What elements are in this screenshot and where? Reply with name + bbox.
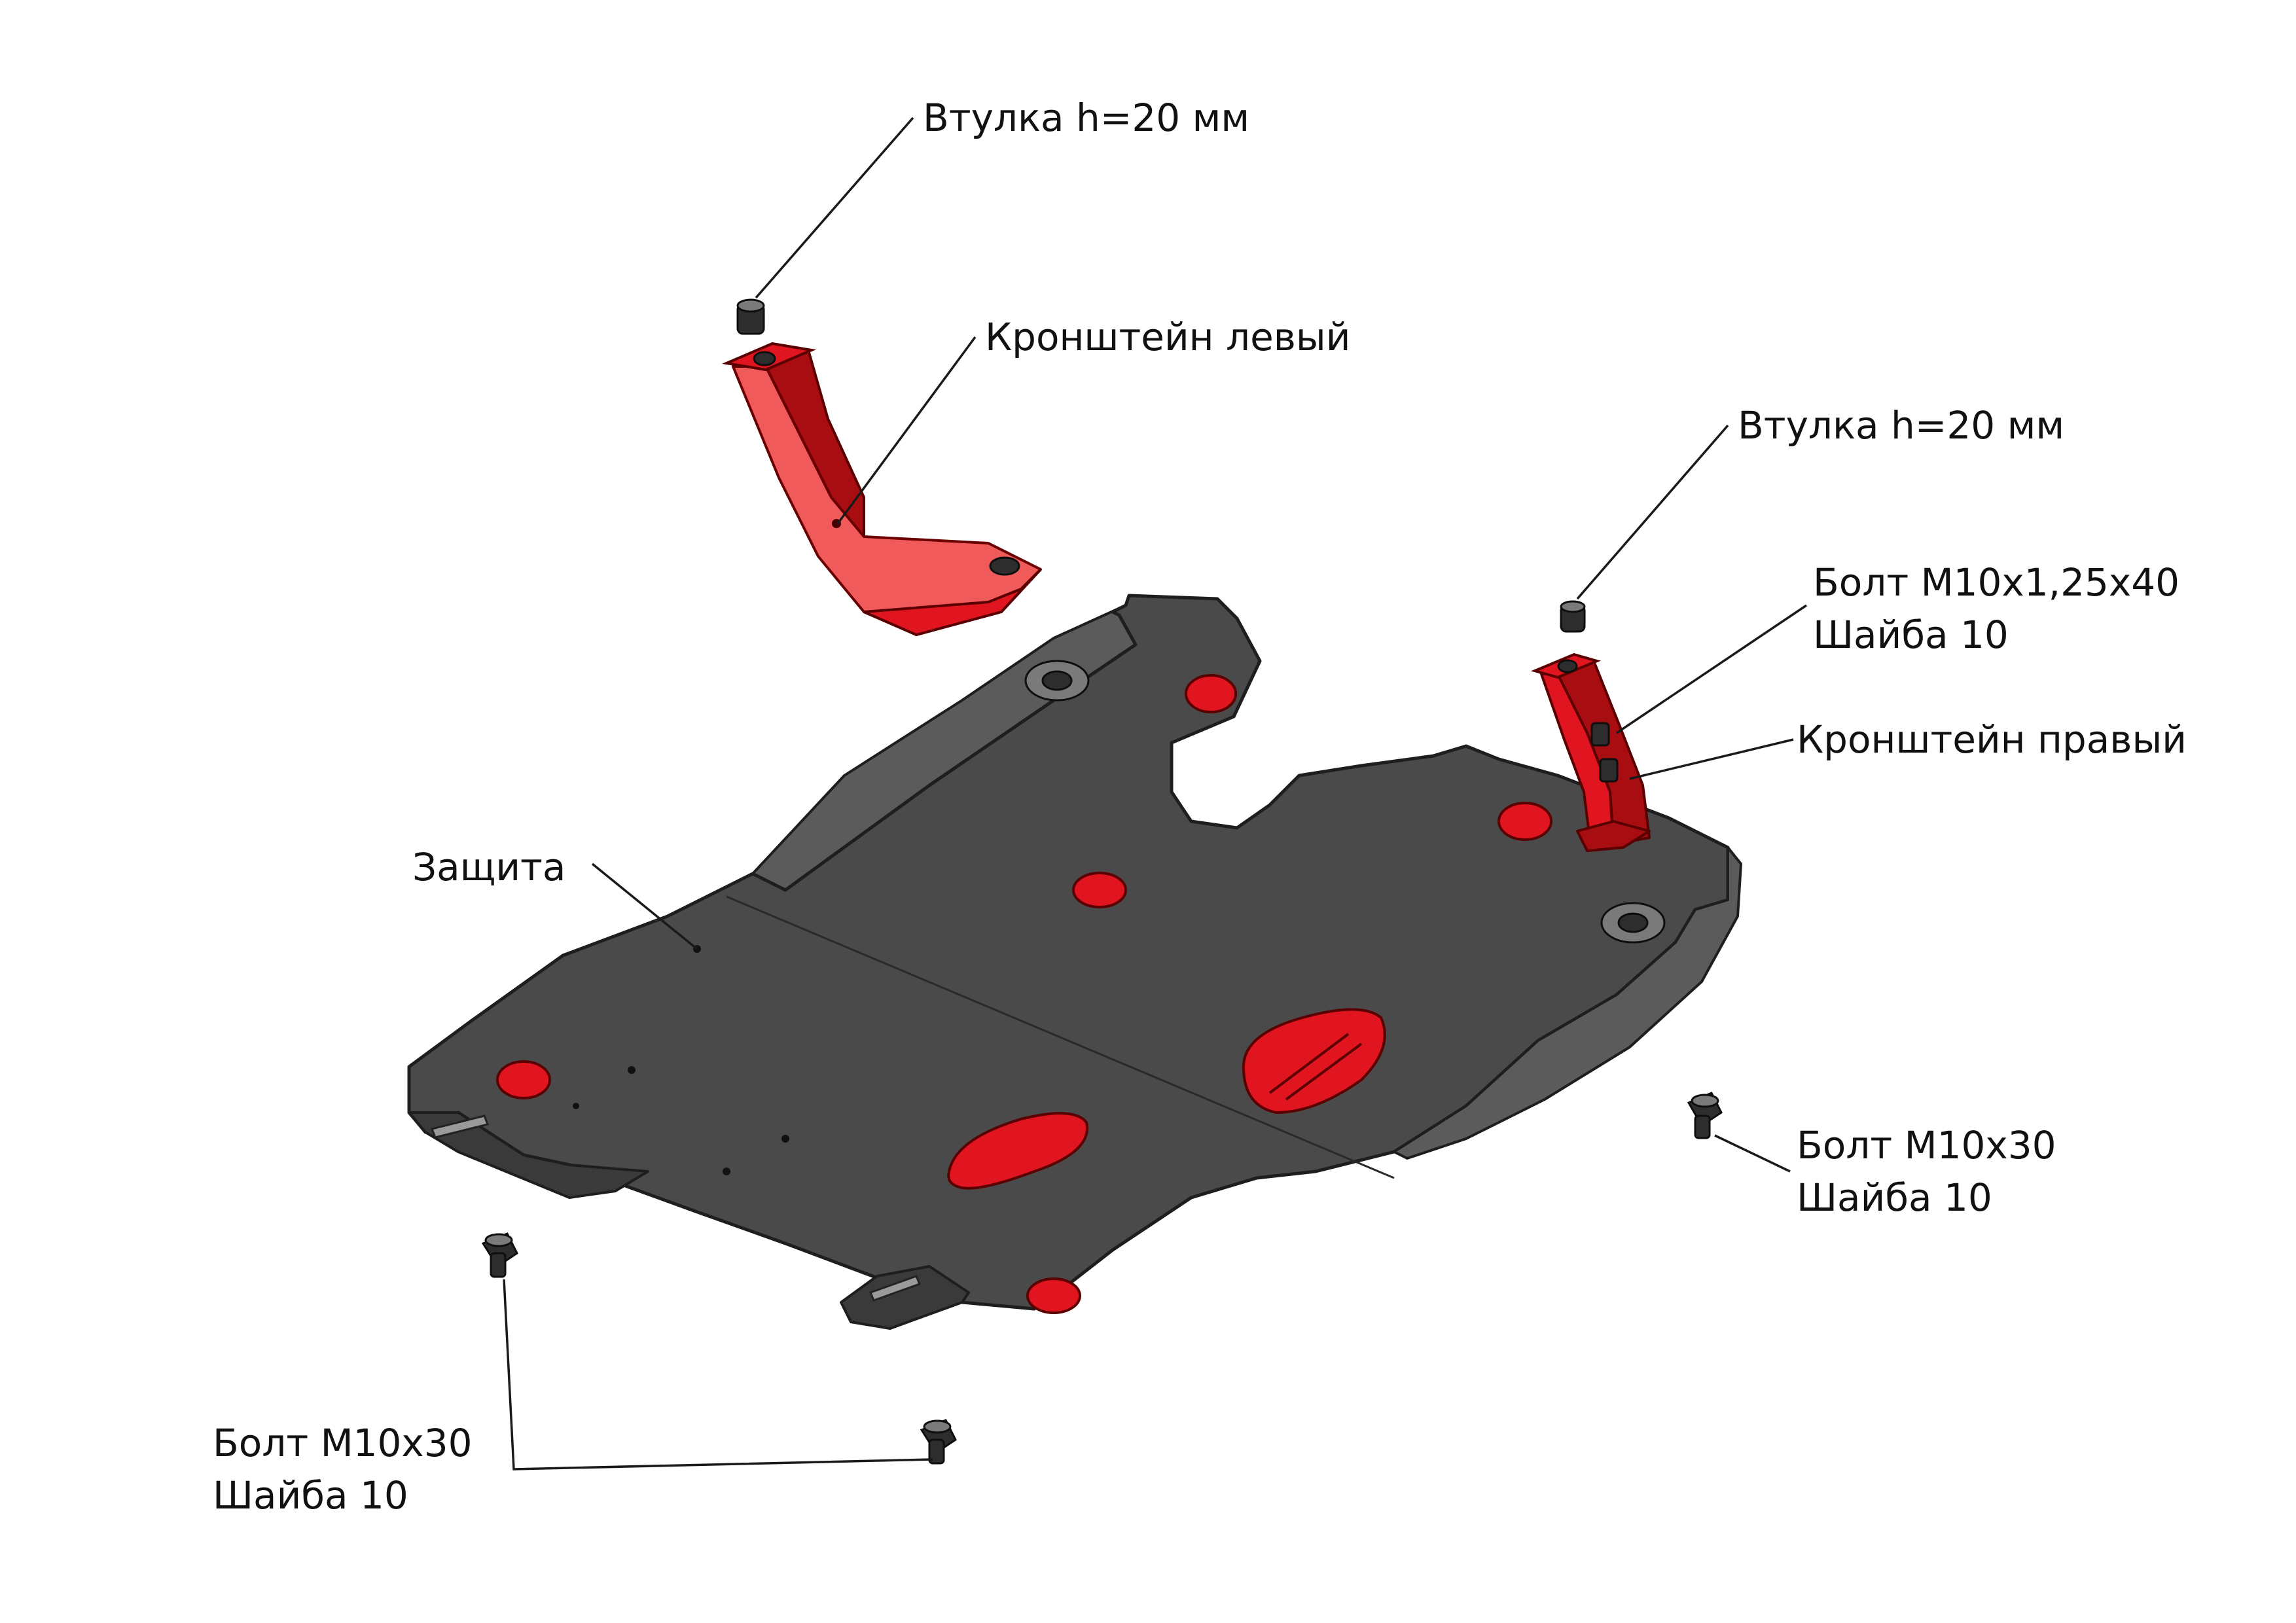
left-bracket-top-hole — [753, 351, 776, 366]
guard-left-ear-slot — [430, 1115, 490, 1139]
right-bracket-bolt-2 — [1599, 758, 1619, 783]
left-bracket-foot-hole — [989, 556, 1020, 576]
guard-small-hole-2 — [628, 1066, 636, 1074]
guard-hatch-groove-1 — [1268, 1033, 1350, 1094]
label-bolt-bottom-line2: Шайба 10 — [213, 1473, 408, 1518]
leader-guard — [591, 863, 698, 950]
leader-bushing-left — [755, 116, 914, 299]
guard-small-hole-5 — [723, 1168, 730, 1175]
guard-mount-hole-right — [1617, 912, 1649, 933]
label-bolt-right-line1: Болт М10х1,25х40 — [1813, 560, 2179, 605]
label-bolt-side-line2: Шайба 10 — [1797, 1175, 1992, 1220]
leader-bracket-left — [836, 336, 977, 525]
bolt-side-right-head — [1691, 1094, 1719, 1108]
guard-red-plug-1 — [1185, 674, 1237, 713]
bolt-bottom-left-shank — [490, 1252, 507, 1278]
bolt-side-right-shank — [1694, 1115, 1711, 1139]
guard-small-hole-3 — [573, 1103, 579, 1109]
guard-red-hatch-slot — [947, 1112, 1088, 1190]
bolt-side-right — [1687, 1092, 1723, 1139]
label-guard: Защита — [412, 845, 565, 889]
leader-bushing-right — [1576, 424, 1729, 600]
leader-bolt-side — [1714, 1134, 1791, 1173]
left-bracket-face — [732, 365, 1042, 636]
guard-left-ear — [408, 1111, 649, 1199]
guard-plate — [407, 594, 1742, 1330]
label-bolt-side-line1: Болт М10х30 — [1797, 1123, 2056, 1168]
label-bracket-right: Кронштейн правый — [1797, 717, 2187, 762]
right-bracket-foot — [1576, 820, 1651, 852]
guard-hatch-groove-2 — [1285, 1043, 1363, 1101]
left-bushing — [736, 298, 765, 335]
guard-red-plug-3 — [1498, 802, 1552, 841]
guard-seam-line — [726, 895, 1395, 1179]
guard-small-hole-4 — [781, 1135, 789, 1143]
left-bracket-foot — [863, 568, 1042, 637]
label-bolt-bottom-line1: Болт М10х30 — [213, 1421, 473, 1465]
bolt-bottom-right-shank — [928, 1438, 945, 1465]
right-bracket-bolt-1 — [1590, 722, 1610, 747]
leader-bolt-right — [1616, 604, 1807, 734]
leader-bracket-right — [1629, 738, 1794, 780]
guard-front-ear-slot — [869, 1275, 921, 1302]
label-bracket-left: Кронштейн левый — [985, 315, 1350, 359]
guard-red-plug-2 — [1072, 872, 1127, 908]
bolt-bottom-right — [920, 1419, 957, 1465]
guard-red-plug-4 — [496, 1060, 551, 1099]
guard-mount-hole-left — [1041, 670, 1073, 691]
bolt-bottom-right-head — [923, 1419, 952, 1434]
label-bolt-right-line2: Шайба 10 — [1813, 613, 2009, 657]
guard-right-flange — [1393, 846, 1742, 1160]
bolt-bottom-left-head — [484, 1233, 513, 1247]
guard-front-ear — [840, 1265, 970, 1330]
guard-red-plug-5 — [1026, 1277, 1081, 1314]
right-bracket-top-hole — [1557, 659, 1578, 673]
left-bushing-top — [736, 298, 765, 313]
label-bushing-right: Втулка h=20 мм — [1738, 403, 2064, 448]
label-bushing-left: Втулка h=20 мм — [923, 96, 1249, 140]
guard-main-body — [407, 594, 1730, 1311]
right-bracket — [1530, 652, 1651, 852]
leader-bolt-bottom — [503, 1279, 933, 1471]
right-bushing — [1560, 600, 1586, 633]
bolt-bottom-left — [481, 1232, 518, 1278]
right-bushing-top — [1560, 600, 1586, 613]
left-bracket — [721, 342, 1042, 637]
